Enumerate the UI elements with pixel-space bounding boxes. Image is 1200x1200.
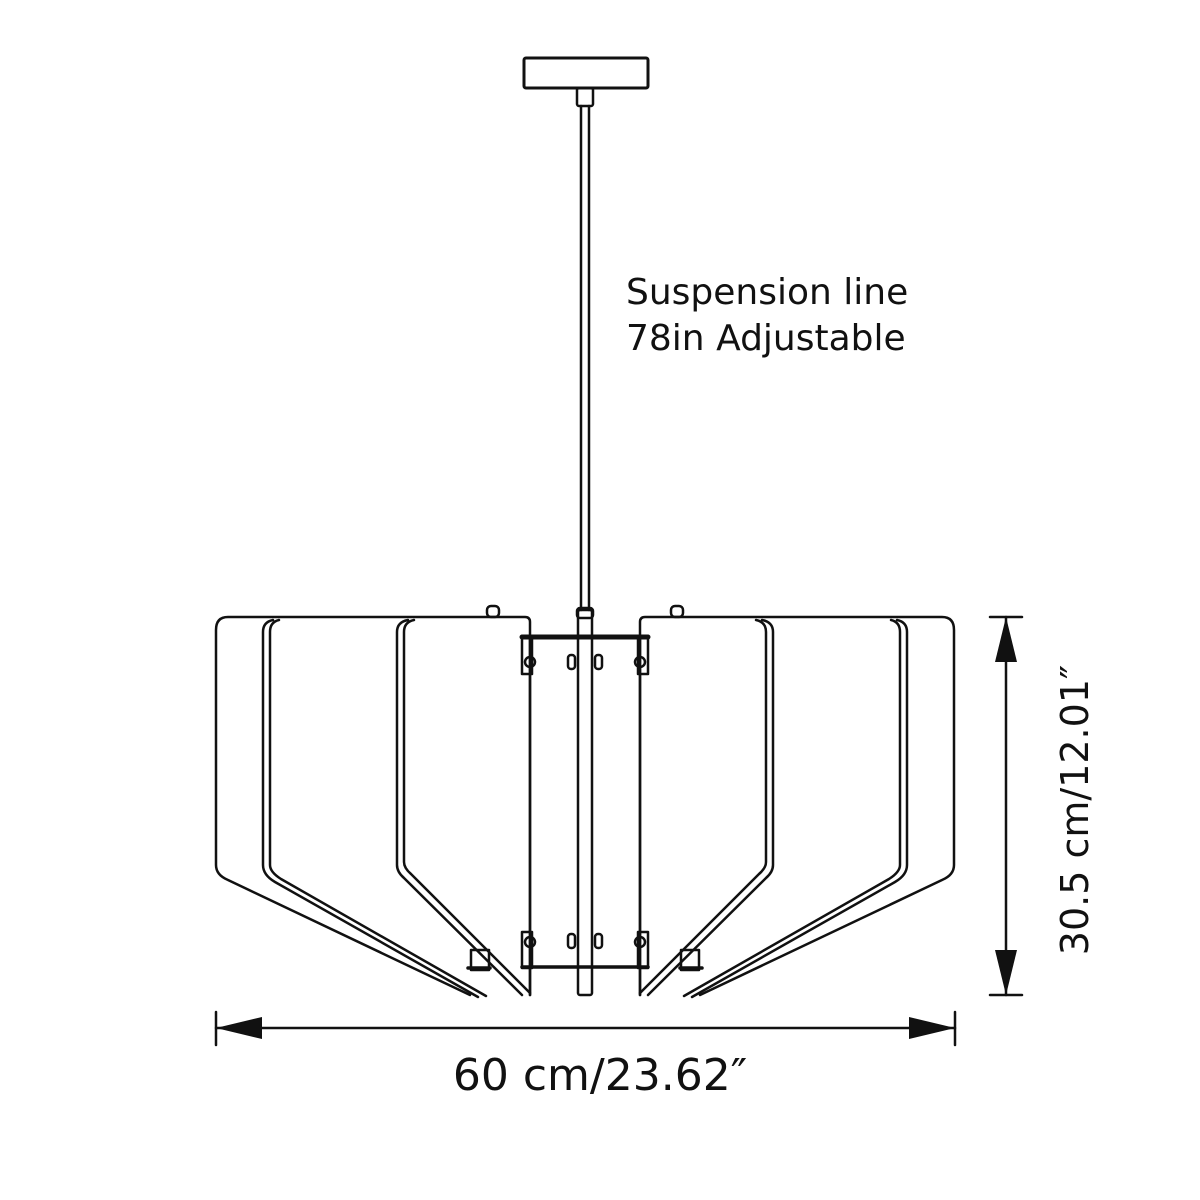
height-dimension-label: 30.5 cm/12.01″ [1053, 664, 1097, 956]
suspension-adjustable-text: 78in Adjustable [626, 318, 906, 359]
arrow-left-icon [216, 1017, 262, 1039]
height-dimension-label-wrap: 30.5 cm/12.01″ [1050, 620, 1100, 1000]
arrow-down-icon [995, 950, 1017, 995]
height-dimension-line [988, 615, 1024, 997]
right-shade-fins [638, 604, 956, 999]
suspension-line-label: Suspension line 78in Adjustable [626, 270, 908, 362]
arrow-up-icon [995, 617, 1017, 662]
width-dimension-line [214, 1010, 957, 1047]
width-dimension-label: 60 cm/23.62″ [452, 1050, 748, 1101]
left-shade-fins [214, 604, 532, 999]
ceiling-canopy [522, 56, 650, 108]
suspension-line-text: Suspension line [626, 272, 909, 313]
suspension-rod [579, 104, 591, 612]
arrow-right-icon [909, 1017, 955, 1039]
central-hub [519, 606, 651, 997]
